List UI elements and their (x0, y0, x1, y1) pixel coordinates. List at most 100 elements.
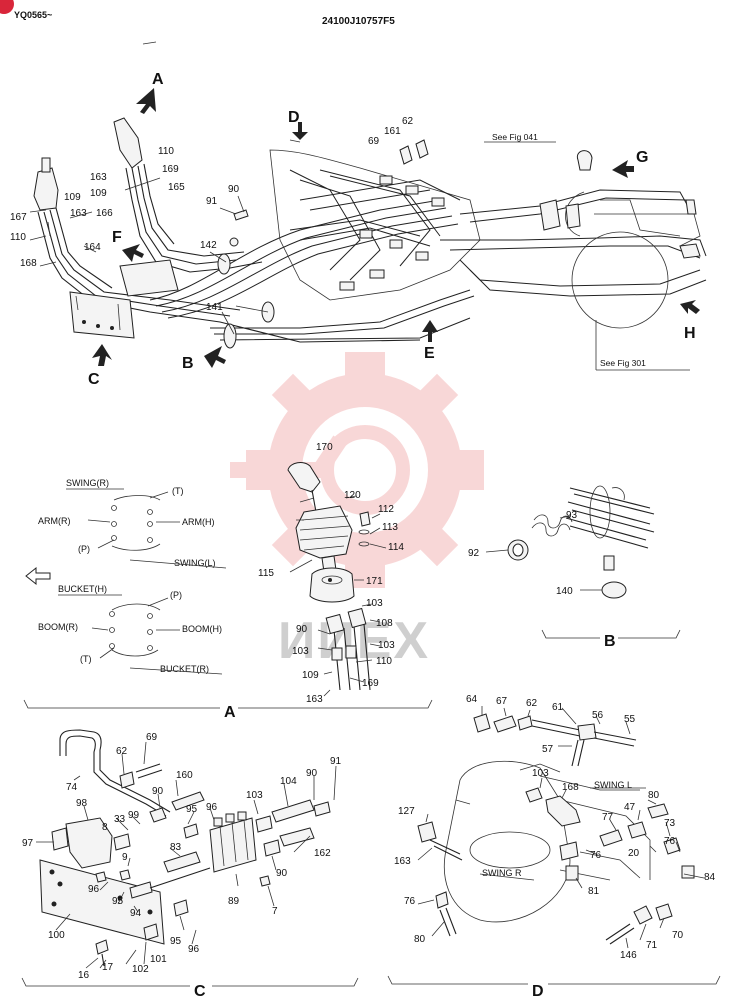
port-p-label-2: (P) (170, 590, 182, 600)
part-label: 115 (258, 568, 274, 579)
spiral-guard-93-icon (533, 514, 573, 529)
part-label: 91 (330, 756, 342, 767)
part-label: 146 (620, 950, 637, 961)
part-label: 165 (168, 182, 185, 193)
joystick-exploded-view (287, 462, 387, 697)
part-label: 100 (48, 930, 65, 941)
part-label: 90 (152, 786, 164, 797)
view-d-bracket (387, 975, 721, 985)
part-label: 76 (404, 896, 416, 907)
view-arrow-g: G (636, 149, 648, 166)
label-boom-h: BOOM(H) (182, 624, 222, 634)
part-label: 98 (76, 798, 88, 809)
part-label: 74 (66, 782, 78, 793)
view-arrow-c: C (88, 371, 100, 388)
part-label: 101 (150, 954, 167, 965)
mounting-plate-100-icon (39, 859, 165, 945)
view-a-title: A (224, 704, 236, 721)
part-label: 76 (590, 850, 602, 861)
part-label: 91 (206, 196, 218, 207)
view-arrow-d: D (288, 109, 300, 126)
part-label: 110 (158, 146, 174, 157)
hose-clamp-142-icon (217, 253, 231, 275)
part-label: 95 (112, 896, 124, 907)
part-label: 163 (394, 856, 411, 867)
part-label: 90 (296, 624, 308, 635)
watermark-gear-logo (230, 352, 484, 588)
part-label: 73 (664, 818, 676, 829)
view-a-part-labels: 170 120 112 113 114 115 171 103 108 90 1… (258, 442, 404, 705)
fitting-127-icon (417, 821, 437, 843)
part-label: 163 (70, 208, 87, 219)
part-label: 109 (302, 670, 319, 681)
reference-fig-041: See Fig 041 (492, 132, 538, 142)
part-label: 61 (552, 702, 564, 713)
part-label: 142 (200, 240, 217, 251)
port-p-label: (P) (78, 544, 90, 554)
view-c-title: C (194, 983, 206, 1000)
valve-block-8-icon (65, 817, 113, 869)
control-valve-cluster (229, 139, 481, 301)
pattern-header-swing-r: SWING(R) (66, 478, 109, 488)
part-label: 160 (176, 770, 193, 781)
part-label: 90 (228, 184, 240, 195)
part-label: 70 (672, 930, 684, 941)
part-label: 113 (382, 522, 398, 533)
part-label: 112 (378, 504, 394, 515)
part-label: 169 (362, 678, 379, 689)
part-label: 64 (466, 694, 478, 705)
part-label: 110 (10, 232, 26, 243)
part-label: 89 (228, 896, 240, 907)
part-label: 169 (162, 164, 179, 175)
part-label: 120 (344, 490, 361, 501)
bolt-112-icon (359, 511, 371, 527)
pipe-74-icon (59, 729, 171, 813)
view-arrow-f: F (112, 229, 122, 246)
reference-fig-301: See Fig 301 (600, 358, 646, 368)
left-arrow-icon (25, 566, 51, 586)
part-label: 62 (116, 746, 128, 757)
pattern-footer-bucket-r: BUCKET(R) (160, 664, 209, 674)
label-swing-r: SWING R (482, 868, 522, 878)
view-b-section: 93 92 140 B (468, 485, 681, 650)
part-label: 71 (646, 940, 658, 951)
part-label: 77 (602, 812, 614, 823)
main-view-part-labels: 110 169 163 109 165 166 167 163 109 110 … (10, 116, 414, 313)
part-label: 9 (122, 852, 128, 863)
part-label: 168 (562, 782, 579, 793)
view-c-section: 69 62 74 98 160 90 8 33 99 95 96 103 104… (21, 729, 359, 1000)
part-label: 103 (378, 640, 395, 651)
part-label: 103 (532, 768, 549, 779)
part-label: 141 (206, 302, 223, 313)
part-label: 83 (170, 842, 182, 853)
left-joystick-grip (33, 167, 59, 211)
part-label: 168 (20, 258, 37, 269)
view-d-section: 64 67 62 61 56 55 57 103 168 80 47 77 73… (387, 694, 721, 1000)
label-arm-h: ARM(H) (182, 517, 215, 527)
part-label: 56 (592, 710, 604, 721)
part-label: 110 (376, 656, 392, 667)
pattern-swing-arm: SWING(R) (T) ARM(R) ARM(H) (P) SWING(L) (38, 478, 227, 569)
view-c-part-labels: 69 62 74 98 160 90 8 33 99 95 96 103 104… (22, 732, 342, 981)
band-140-icon (601, 581, 627, 599)
part-label: 95 (170, 936, 182, 947)
part-label: 80 (648, 790, 660, 801)
part-label: 103 (292, 646, 309, 657)
part-label: 55 (624, 714, 636, 725)
part-label: 96 (88, 884, 100, 895)
part-label: 17 (102, 962, 114, 973)
part-label: 171 (366, 576, 383, 587)
view-b-arrow-icon (204, 346, 226, 368)
part-label: 164 (84, 242, 101, 253)
pattern-header-bucket-h: BUCKET(H) (58, 584, 107, 594)
part-label: 140 (556, 586, 573, 597)
view-b-title: B (604, 633, 616, 650)
corner-code: YQ0565~ (14, 10, 52, 20)
part-label: 47 (624, 802, 636, 813)
part-label: 109 (64, 192, 81, 203)
view-c-bracket (21, 977, 359, 987)
part-label: 95 (186, 804, 198, 815)
part-label: 109 (90, 188, 107, 199)
view-g-arrow-icon (612, 160, 634, 178)
